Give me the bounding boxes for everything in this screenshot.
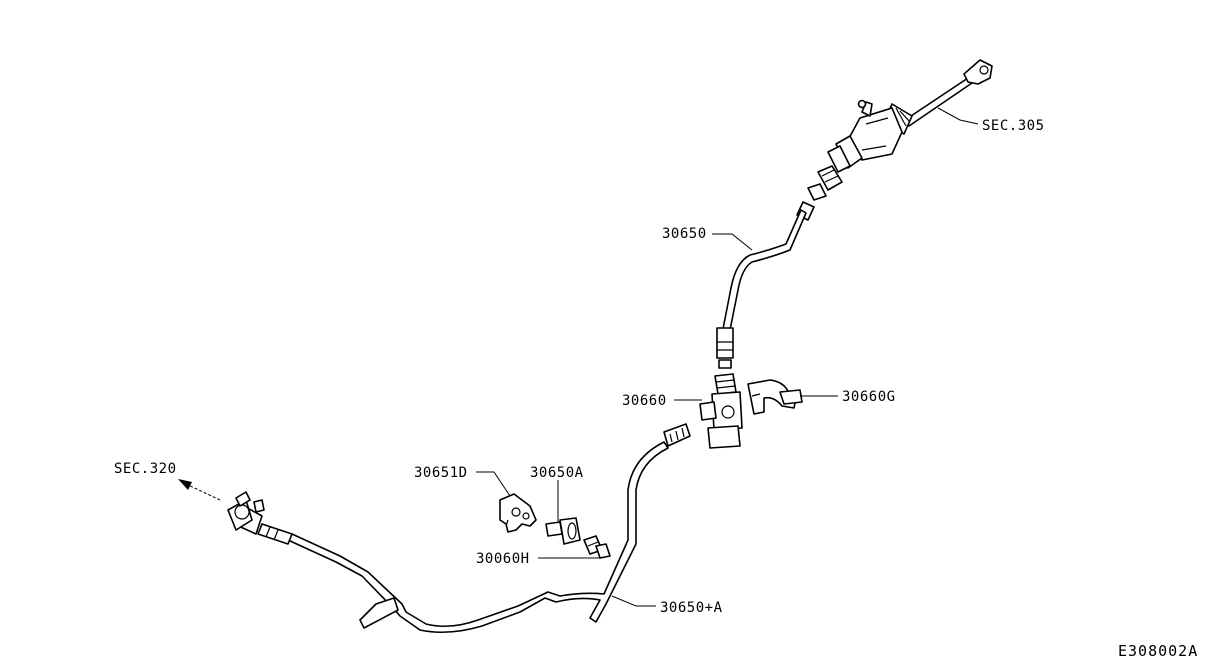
label-30650: 30650 [662,226,707,242]
arrow-sec-320 [178,479,221,501]
label-sec-320: SEC.320 [114,461,177,477]
label-30650a: 30650A [530,465,584,481]
joint-30660 [699,373,743,449]
leader-sec-305 [937,107,979,125]
clip-30660g [747,379,803,415]
bracket-30651d [499,493,537,533]
leader-30650-a [611,595,656,607]
clip-30060h [583,535,611,559]
bolt-30650a [545,517,581,545]
label-30651d: 30651D [414,465,468,481]
label-30650-a: 30650+A [660,600,723,616]
label-30660g: 30660G [842,389,896,405]
clutch-pipe-30650 [716,201,815,369]
leader-30651d [476,471,511,497]
clutch-pipe-30650-a [227,423,691,634]
leader-30650 [712,233,753,251]
label-30060h: 30060H [476,551,530,567]
clutch-master-cylinder [807,59,993,201]
figure-code: E308002A [1118,642,1198,660]
label-sec-305: SEC.305 [982,118,1045,134]
label-30660: 30660 [622,393,667,409]
